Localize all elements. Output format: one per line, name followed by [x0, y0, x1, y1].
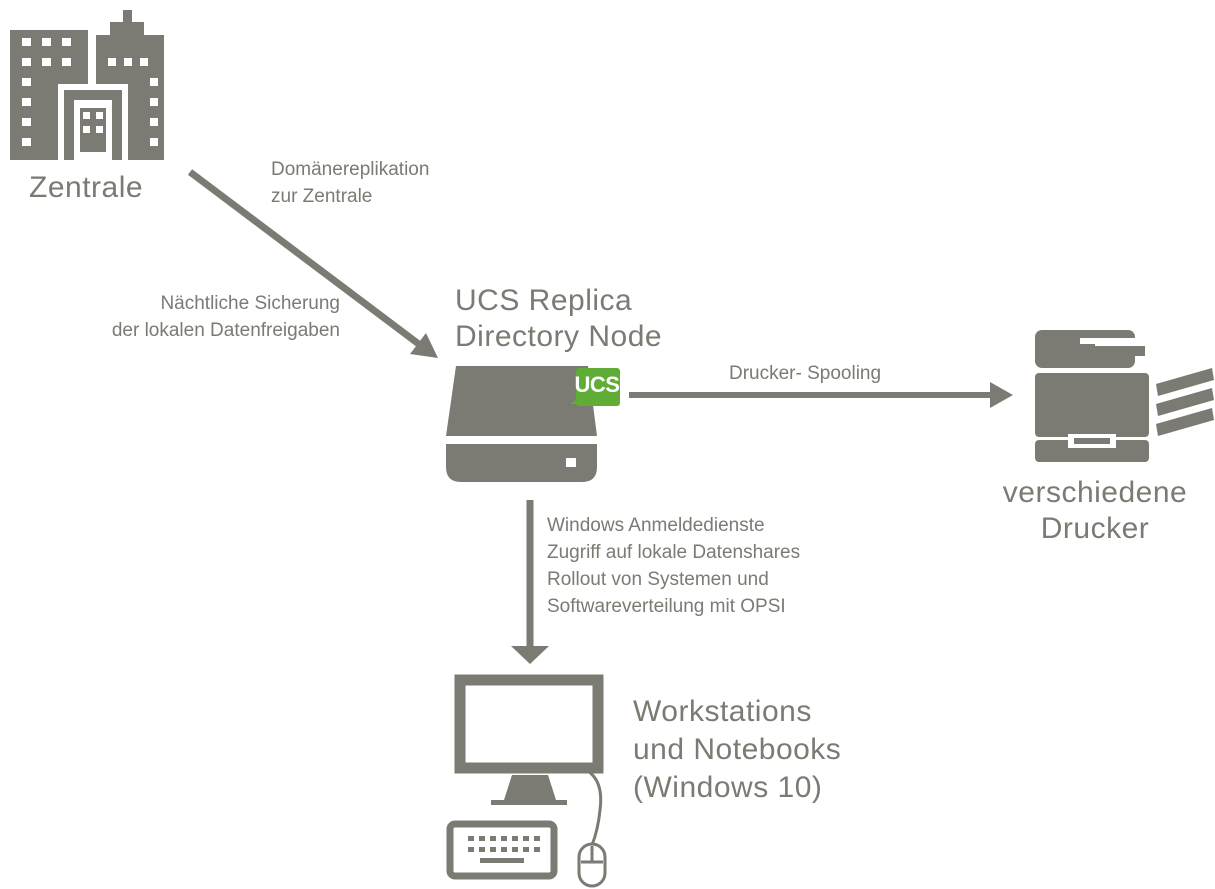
services-label-line4: Softwareverteilung mit OPSI	[547, 596, 786, 617]
spooling-edge-label: Drucker- Spooling	[729, 363, 882, 384]
zentrale-label: Zentrale	[29, 171, 144, 204]
desktop-computer-icon	[446, 674, 607, 888]
printers-label: verschiedene Drucker	[980, 475, 1210, 547]
services-label-line1: Windows Anmeldedienste	[547, 515, 765, 536]
services-edge-label: Windows Anmeldedienste Zugriff auf lokal…	[547, 512, 800, 620]
backup-label-line2: der lokalen Datenfreigaben	[111, 320, 340, 341]
printers-label-line2: Drucker	[1040, 512, 1150, 545]
replication-label-line2: zur Zentrale	[271, 186, 373, 207]
backup-edge-label: Nächtliche Sicherung der lokalen Datenfr…	[60, 290, 340, 344]
workstations-label: Workstations und Notebooks (Windows 10)	[633, 693, 841, 807]
services-arrow	[511, 500, 549, 664]
backup-label-line1: Nächtliche Sicherung	[160, 293, 340, 314]
office-buildings-icon	[10, 10, 164, 164]
ucs-badge-text: UCS	[574, 372, 620, 397]
replica-label: UCS Replica Directory Node	[455, 283, 662, 355]
replication-arrow	[187, 169, 438, 358]
replica-label-line1: UCS Replica	[455, 284, 633, 317]
replica-label-line2: Directory Node	[455, 320, 663, 353]
workstations-label-line2: und Notebooks	[633, 733, 842, 766]
replication-label-line1: Domänereplikation	[271, 159, 430, 180]
services-label-line2: Zugriff auf lokale Datenshares	[547, 542, 801, 563]
ucs-badge	[570, 368, 620, 406]
printers-label-line1: verschiedene	[1002, 476, 1188, 509]
services-label-line3: Rollout von Systemen und	[547, 569, 769, 590]
spooling-arrow	[629, 382, 1013, 408]
workstations-label-line1: Workstations	[633, 695, 812, 728]
workstations-label-line3: (Windows 10)	[633, 771, 823, 804]
server-icon	[446, 366, 597, 482]
printer-icon	[1035, 330, 1214, 462]
replication-edge-label: Domänereplikation zur Zentrale	[271, 156, 429, 210]
